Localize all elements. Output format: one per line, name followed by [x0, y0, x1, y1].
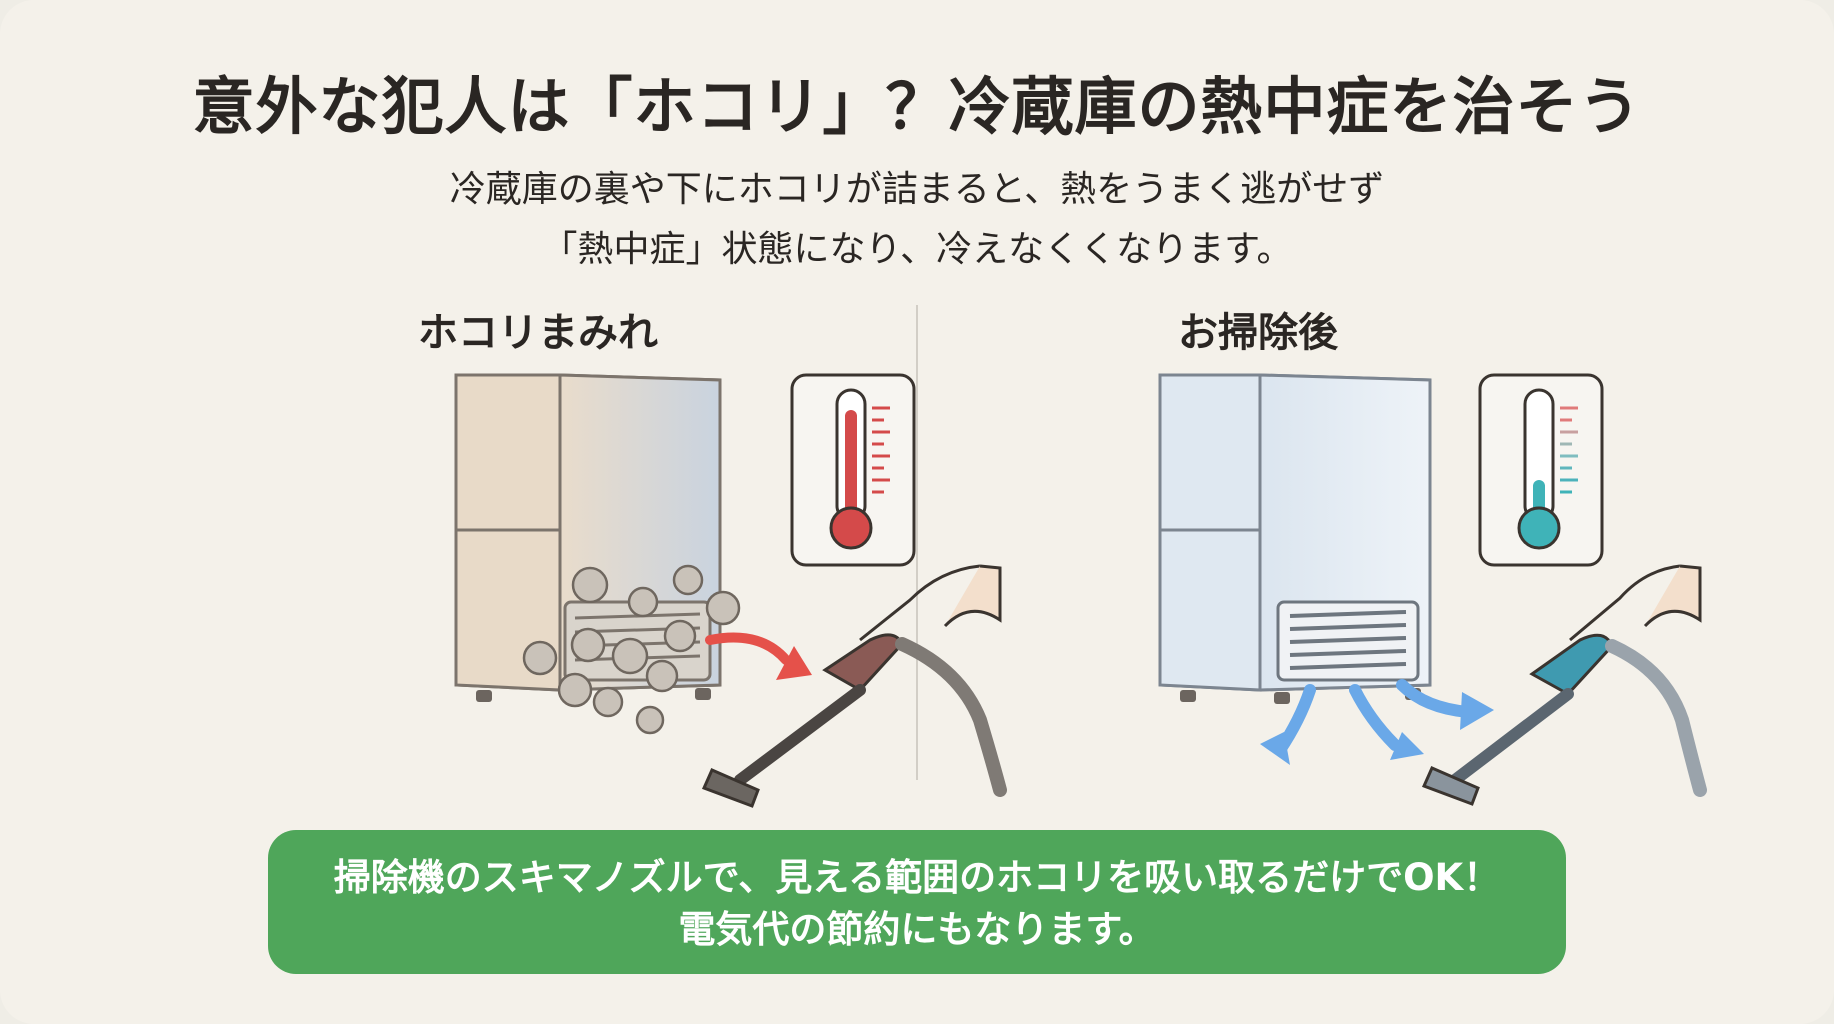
vacuum-cleaner-icon: [701, 564, 1007, 808]
lead-line-1: 冷蔵庫の裏や下にホコリが詰まると、熱をうまく逃がせず: [449, 169, 1385, 210]
heat-arrow-icon: [705, 632, 791, 665]
thermometer-hot-icon: [790, 373, 916, 567]
thermometer-cool-icon: [1478, 373, 1604, 567]
page-title: 意外な犯人は「ホコリ」？冷蔵庫の熱中症を治そう: [192, 70, 1642, 143]
airflow-arrow-icon: [1260, 679, 1494, 765]
before-illustration: [454, 373, 1007, 808]
after-illustration: [1158, 373, 1707, 806]
tip-line-1: 掃除機のスキマノズルで、見える範囲のホコリを吸い取るだけでOK！: [333, 856, 1501, 899]
tip-banner: 掃除機のスキマノズルで、見える範囲のホコリを吸い取るだけでOK！ 電気代の節約に…: [268, 830, 1566, 974]
panel-title-before: ホコリまみれ: [418, 310, 658, 356]
panel-divider: [916, 305, 918, 780]
panel-title-after: お掃除後: [1178, 310, 1338, 356]
dust-ball-icon: [522, 564, 741, 735]
vacuum-cleaner-icon: [1421, 564, 1707, 806]
lead-text: 冷蔵庫の裏や下にホコリが詰まると、熱をうまく逃がせず 「熱中症」状態になり、冷え…: [0, 160, 1834, 280]
lead-line-2: 「熱中症」状態になり、冷えなくくなります。: [541, 229, 1293, 270]
tip-line-2: 電気代の節約にもなります。: [678, 908, 1156, 951]
fridge-clean: [1158, 373, 1432, 704]
